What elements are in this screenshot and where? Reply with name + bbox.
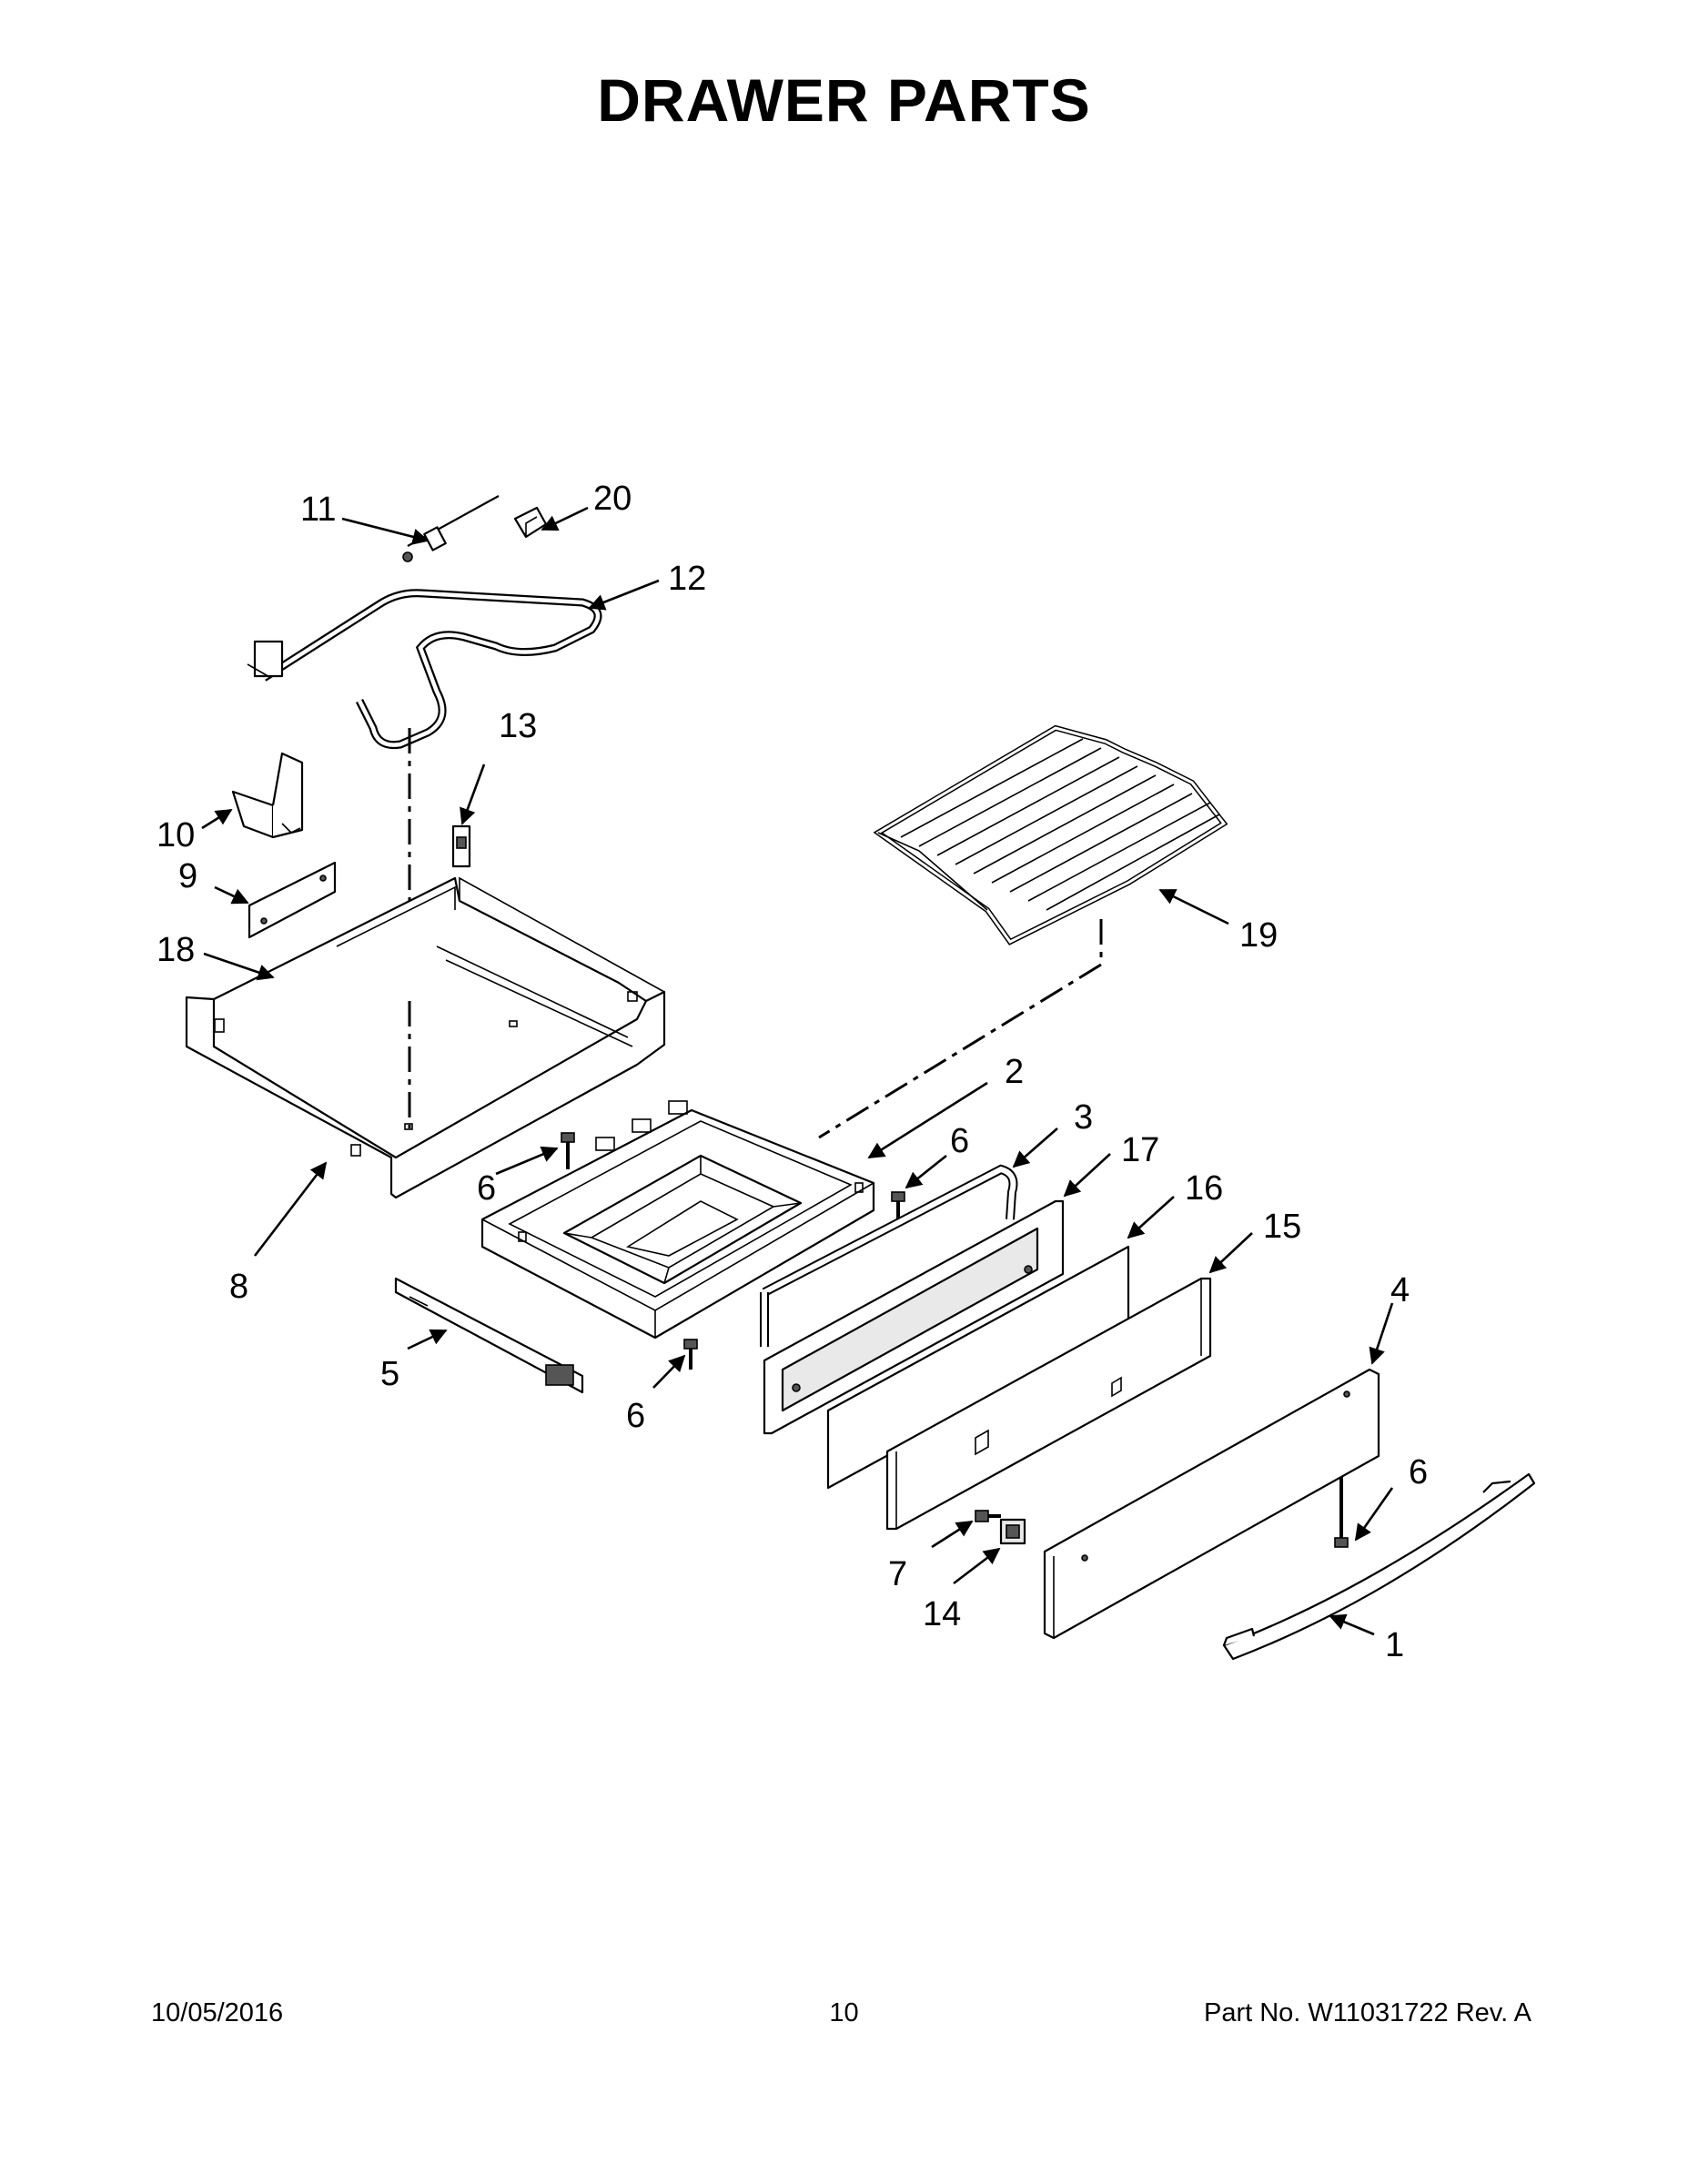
callout-3: 3 — [1074, 1098, 1093, 1137]
callout-7: 7 — [888, 1555, 907, 1593]
part-9-plate — [248, 861, 337, 939]
callout-5: 5 — [380, 1355, 399, 1393]
leader-18 — [203, 952, 275, 981]
part-5-slide-rail — [394, 1277, 584, 1394]
part-2-drawer-body — [480, 1100, 875, 1340]
callout-9: 9 — [178, 857, 197, 895]
part-12-bake-element — [247, 589, 602, 750]
part-4-outer-panel — [1043, 1368, 1380, 1640]
leader-12 — [588, 579, 660, 611]
leader-4 — [1369, 1302, 1394, 1365]
part-15-panel — [885, 1277, 1212, 1531]
leader-7 — [931, 1520, 974, 1549]
leader-16 — [1127, 1196, 1175, 1239]
leader-6a — [495, 1146, 559, 1176]
leader-3 — [1012, 1127, 1058, 1168]
callout-19: 19 — [1239, 916, 1278, 955]
part-17-inner-panel — [763, 1199, 1065, 1435]
leader-19 — [1158, 888, 1229, 925]
leader-17 — [1063, 1153, 1111, 1198]
leader-15 — [1208, 1232, 1253, 1274]
callout-11: 11 — [300, 490, 336, 529]
leader-6b — [905, 1154, 947, 1189]
callout-16: 16 — [1185, 1169, 1223, 1208]
callout-10: 10 — [157, 816, 195, 854]
callout-17: 17 — [1121, 1131, 1159, 1169]
callout-20: 20 — [593, 480, 632, 518]
leader-11 — [341, 517, 430, 545]
callout-18: 18 — [157, 931, 195, 969]
leader-6c — [652, 1354, 686, 1389]
callout-6-c: 6 — [626, 1397, 645, 1435]
callout-6-b: 6 — [950, 1122, 969, 1160]
part-6-screw-c — [683, 1339, 698, 1370]
callout-6-a: 6 — [477, 1169, 496, 1208]
part-1-handle — [1222, 1472, 1536, 1661]
callout-8: 8 — [229, 1268, 248, 1306]
part-13-switch — [451, 824, 471, 868]
part-14-grommet — [999, 1518, 1026, 1545]
callout-1: 1 — [1385, 1626, 1404, 1664]
callout-15: 15 — [1263, 1208, 1301, 1246]
leader-13 — [460, 763, 486, 825]
leader-2 — [867, 1081, 988, 1159]
part-20-bracket — [513, 506, 548, 539]
part-11-sensor — [402, 495, 500, 562]
part-6-screw-d — [1334, 1474, 1349, 1548]
callout-14: 14 — [923, 1595, 961, 1633]
leader-10 — [201, 808, 233, 830]
leader-14 — [953, 1547, 1001, 1585]
callout-4: 4 — [1390, 1271, 1410, 1309]
part-10-bracket — [231, 752, 304, 839]
part-6-screw-a — [561, 1132, 575, 1169]
leader-20 — [541, 506, 589, 531]
assembly-line-rack-2 — [818, 963, 1102, 1139]
part-19-rack — [873, 724, 1228, 945]
part-8-housing — [185, 876, 666, 1199]
leader-9 — [214, 885, 249, 905]
callout-6-d: 6 — [1409, 1453, 1428, 1491]
footer-page-number: 10 — [829, 1998, 859, 2027]
leader-6d — [1354, 1487, 1394, 1542]
footer-part-number: Part No. W11031722 Rev. A — [1203, 1998, 1531, 2027]
leader-5 — [407, 1329, 448, 1350]
page-title: DRAWER PARTS — [597, 66, 1091, 134]
part-7-screw — [975, 1510, 1001, 1522]
callout-12: 12 — [668, 560, 706, 598]
part-3-bracket — [760, 1164, 1018, 1347]
callout-13: 13 — [499, 707, 537, 745]
callout-2: 2 — [1005, 1053, 1024, 1091]
leader-1 — [1329, 1613, 1375, 1636]
leader-8 — [253, 1161, 328, 1257]
footer-date: 10/05/2016 — [151, 1998, 284, 2027]
